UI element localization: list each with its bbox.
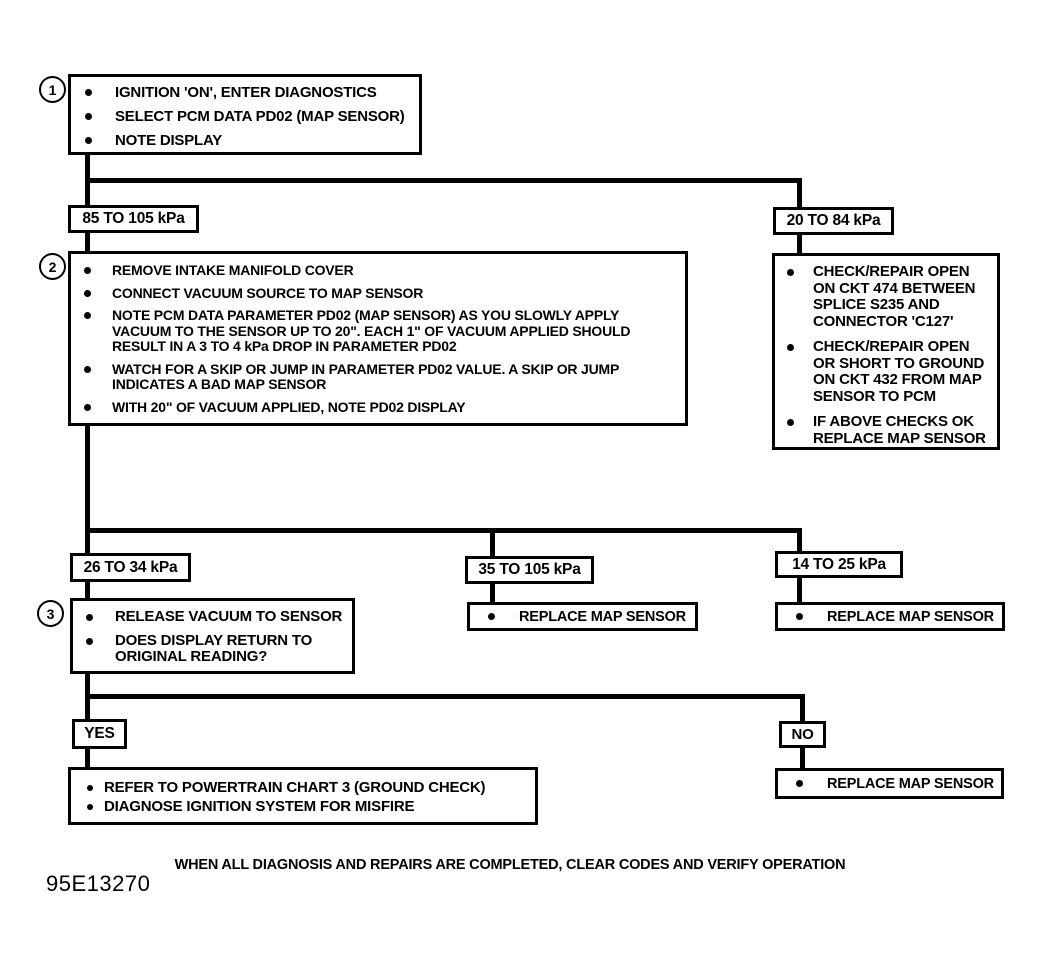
bullet-icon	[84, 312, 91, 319]
branch-label-85-to-105-kpa: 85 TO 105 kPa	[68, 205, 199, 233]
replace-map-sensor-box-mid: REPLACE MAP SENSOR	[467, 602, 698, 631]
step-1-number-badge: 1	[39, 76, 66, 103]
branch-label-26-to-34-kpa: 26 TO 34 kPa	[70, 553, 191, 582]
bullet-icon	[86, 614, 93, 621]
step-2-bullet: REMOVE INTAKE MANIFOLD COVER	[112, 262, 354, 278]
check-repair-circuit-box: CHECK/REPAIR OPEN ON CKT 474 BETWEEN SPL…	[772, 253, 1000, 450]
bullet-icon	[85, 113, 92, 120]
branch-label-text: 26 TO 34 kPa	[83, 558, 178, 576]
step-number: 3	[46, 605, 55, 622]
step-3-box: RELEASE VACUUM TO SENSOR DOES DISPLAY RE…	[70, 598, 355, 674]
branch-label-20-to-84-kpa: 20 TO 84 kPa	[773, 207, 894, 235]
step-3-number-badge: 3	[37, 600, 64, 627]
step-1-bullet: NOTE DISPLAY	[115, 132, 223, 149]
branch-label-yes: YES	[72, 719, 127, 749]
list-item: DIAGNOSE IGNITION SYSTEM FOR MISFIRE	[87, 798, 529, 815]
step-1-bullet: SELECT PCM DATA PD02 (MAP SENSOR)	[115, 108, 405, 125]
branch-label-text: 85 TO 105 kPa	[82, 210, 185, 227]
list-item: NOTE PCM DATA PARAMETER PD02 (MAP SENSOR…	[84, 307, 677, 355]
step-2-box: REMOVE INTAKE MANIFOLD COVER CONNECT VAC…	[68, 251, 688, 426]
figure-code: 95E13270	[46, 871, 151, 896]
bullet-icon	[796, 613, 803, 620]
list-item: IGNITION 'ON', ENTER DIAGNOSTICS	[85, 85, 411, 101]
check-repair-bullet: CHECK/REPAIR OPEN ON CKT 474 BETWEEN SPL…	[813, 263, 976, 330]
connector-branch2-horizontal	[85, 528, 802, 533]
list-item: CHECK/REPAIR OPEN OR SHORT TO GROUND ON …	[787, 338, 991, 405]
check-repair-bullet: IF ABOVE CHECKS OK REPLACE MAP SENSOR	[813, 413, 986, 447]
bullet-icon	[87, 785, 93, 791]
step-2-bullet: CONNECT VACUUM SOURCE TO MAP SENSOR	[112, 284, 424, 301]
branch-label-text: 14 TO 25 kPa	[792, 555, 886, 573]
branch-label-text: 35 TO 105 kPa	[478, 561, 581, 578]
replace-map-sensor-label: REPLACE MAP SENSOR	[827, 775, 994, 792]
connector-no-result	[800, 746, 805, 770]
list-item: CHECK/REPAIR OPEN ON CKT 474 BETWEEN SPL…	[787, 263, 991, 330]
check-repair-bullet: CHECK/REPAIR OPEN OR SHORT TO GROUND ON …	[813, 338, 985, 405]
no-result-replace-map-sensor-box: REPLACE MAP SENSOR	[775, 768, 1004, 799]
bullet-icon	[84, 365, 91, 373]
replace-map-sensor-box-right: REPLACE MAP SENSOR	[775, 602, 1005, 631]
step-2-bullet: WATCH FOR A SKIP OR JUMP IN PARAMETER PD…	[112, 360, 619, 392]
replace-map-sensor-label: REPLACE MAP SENSOR	[827, 608, 994, 625]
branch-label-text: 20 TO 84 kPa	[786, 212, 881, 229]
list-item: CONNECT VACUUM SOURCE TO MAP SENSOR	[84, 284, 677, 302]
bullet-icon	[87, 804, 93, 810]
step-number: 2	[48, 258, 57, 275]
bullet-icon	[84, 267, 91, 274]
list-item: REFER TO POWERTRAIN CHART 3 (GROUND CHEC…	[87, 779, 529, 796]
list-item: REMOVE INTAKE MANIFOLD COVER	[84, 262, 677, 279]
bullet-icon	[86, 637, 93, 645]
list-item: DOES DISPLAY RETURN TO ORIGINAL READING?	[86, 631, 346, 666]
list-item: WATCH FOR A SKIP OR JUMP IN PARAMETER PD…	[84, 360, 677, 393]
list-item: SELECT PCM DATA PD02 (MAP SENSOR)	[85, 109, 411, 125]
connector-branch1-horizontal	[85, 178, 802, 183]
step-1-bullet: IGNITION 'ON', ENTER DIAGNOSTICS	[115, 84, 377, 101]
step-number: 1	[48, 81, 57, 98]
yes-result-bullet: DIAGNOSE IGNITION SYSTEM FOR MISFIRE	[104, 798, 415, 815]
connector-step2-step3	[85, 424, 90, 600]
connector-step1-step2	[85, 153, 90, 253]
yes-result-bullet: REFER TO POWERTRAIN CHART 3 (GROUND CHEC…	[104, 779, 486, 796]
bullet-icon	[796, 780, 803, 787]
bullet-icon	[488, 613, 495, 620]
list-item: WITH 20" OF VACUUM APPLIED, NOTE PD02 DI…	[84, 398, 677, 416]
bullet-icon	[787, 419, 794, 426]
step-1-box: IGNITION 'ON', ENTER DIAGNOSTICS SELECT …	[68, 74, 422, 155]
step-3-bullet: RELEASE VACUUM TO SENSOR	[115, 608, 343, 625]
yes-label-text: YES	[84, 725, 115, 742]
bullet-icon	[85, 137, 92, 144]
step-2-bullet: WITH 20" OF VACUUM APPLIED, NOTE PD02 DI…	[112, 398, 466, 415]
bullet-icon	[85, 89, 92, 96]
replace-map-sensor-label: REPLACE MAP SENSOR	[519, 608, 686, 625]
connector-branch3-no	[800, 694, 805, 723]
branch-label-14-to-25-kpa: 14 TO 25 kPa	[775, 551, 903, 578]
bullet-icon	[84, 403, 91, 411]
bullet-icon	[787, 344, 794, 351]
yes-result-box: REFER TO POWERTRAIN CHART 3 (GROUND CHEC…	[68, 767, 538, 825]
footer-note: WHEN ALL DIAGNOSIS AND REPAIRS ARE COMPL…	[174, 857, 846, 873]
step-3-bullet: DOES DISPLAY RETURN TO ORIGINAL READING?	[115, 631, 313, 665]
step-2-number-badge: 2	[39, 253, 66, 280]
branch-label-no: NO	[779, 721, 826, 748]
step-2-bullet: NOTE PCM DATA PARAMETER PD02 (MAP SENSOR…	[112, 307, 631, 354]
bullet-icon	[84, 289, 91, 297]
no-label-text: NO	[791, 726, 814, 743]
bullet-icon	[787, 269, 794, 276]
list-item: RELEASE VACUUM TO SENSOR	[86, 608, 346, 626]
connector-yes-result	[85, 747, 90, 769]
list-item: IF ABOVE CHECKS OK REPLACE MAP SENSOR	[787, 413, 991, 447]
list-item: NOTE DISPLAY	[85, 133, 411, 149]
branch-label-35-to-105-kpa: 35 TO 105 kPa	[465, 556, 594, 584]
connector-branch3-horizontal	[85, 694, 805, 699]
